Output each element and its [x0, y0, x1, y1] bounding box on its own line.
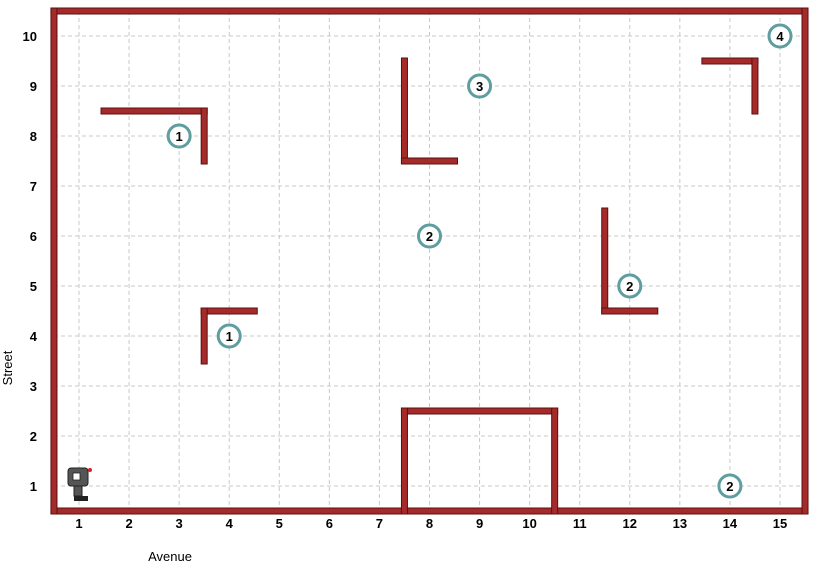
beeper-count: 4	[776, 29, 784, 44]
beeper-ring	[467, 73, 493, 99]
x-tick-label: 15	[773, 516, 787, 531]
y-axis-ticks: 1 2 3 4 5 6 7 8 9 10	[23, 29, 38, 494]
x-tick-label: 6	[326, 516, 333, 531]
wall-segment	[751, 57, 759, 115]
beeper-count: 3	[476, 79, 483, 94]
robot-antenna	[88, 468, 92, 472]
beeper-ring	[416, 223, 442, 249]
beeper-count: 2	[426, 229, 433, 244]
grid-lines	[53, 11, 806, 511]
beeper-ring	[767, 23, 793, 49]
beeper: 1	[166, 123, 192, 149]
wall-segment	[400, 407, 408, 515]
beeper-count: 2	[626, 279, 633, 294]
wall-segment	[200, 307, 208, 365]
x-tick-label: 2	[125, 516, 132, 531]
y-tick-label: 7	[30, 179, 37, 194]
x-tick-label: 12	[623, 516, 637, 531]
x-axis-title: Avenue	[148, 549, 192, 564]
x-tick-label: 11	[573, 516, 587, 531]
wall-segment	[701, 57, 759, 65]
border-right	[801, 7, 809, 515]
beeper: 4	[767, 23, 793, 49]
beeper-count: 1	[226, 329, 233, 344]
y-tick-label: 3	[30, 379, 37, 394]
y-tick-label: 2	[30, 429, 37, 444]
beepers: 1 3 4 2 2 1 2	[166, 23, 793, 499]
y-tick-label: 8	[30, 129, 37, 144]
robot-eye	[72, 472, 81, 481]
beeper-ring	[166, 123, 192, 149]
beeper-ring	[717, 473, 743, 499]
y-axis-title: Street	[0, 350, 15, 385]
x-tick-label: 8	[426, 516, 433, 531]
beeper-ring	[617, 273, 643, 299]
robot[interactable]	[67, 467, 92, 501]
wall-segment	[400, 157, 459, 165]
wall-segment	[601, 307, 659, 315]
y-tick-label: 6	[30, 229, 37, 244]
beeper: 2	[416, 223, 442, 249]
x-tick-label: 14	[723, 516, 738, 531]
beeper: 2	[617, 273, 643, 299]
wall-segment	[400, 57, 408, 165]
wall-segment	[601, 207, 609, 315]
beeper: 2	[717, 473, 743, 499]
x-tick-label: 10	[522, 516, 536, 531]
robot-foot	[74, 496, 88, 501]
wall-segment	[200, 107, 208, 165]
x-tick-label: 1	[75, 516, 82, 531]
wall-segment	[200, 307, 258, 315]
x-tick-label: 9	[476, 516, 483, 531]
y-tick-label: 4	[30, 329, 38, 344]
border-bottom	[50, 507, 809, 515]
beeper-count: 1	[176, 129, 183, 144]
wall-segment	[551, 407, 559, 515]
y-tick-label: 9	[30, 79, 37, 94]
y-tick-label: 5	[30, 279, 37, 294]
border-top	[50, 7, 809, 15]
x-tick-label: 5	[276, 516, 283, 531]
x-tick-label: 13	[673, 516, 687, 531]
border-left	[50, 7, 58, 515]
beeper: 3	[467, 73, 493, 99]
wall-segment	[100, 107, 208, 115]
y-tick-label: 10	[23, 29, 37, 44]
walls	[100, 57, 759, 515]
world-border	[50, 7, 809, 515]
beeper: 1	[216, 323, 242, 349]
y-tick-label: 1	[30, 479, 37, 494]
robot-leg	[73, 485, 83, 497]
x-tick-label: 4	[226, 516, 234, 531]
beeper-ring	[216, 323, 242, 349]
wall-segment	[400, 407, 559, 415]
x-tick-label: 7	[376, 516, 383, 531]
x-tick-label: 3	[176, 516, 183, 531]
beeper-count: 2	[726, 479, 733, 494]
